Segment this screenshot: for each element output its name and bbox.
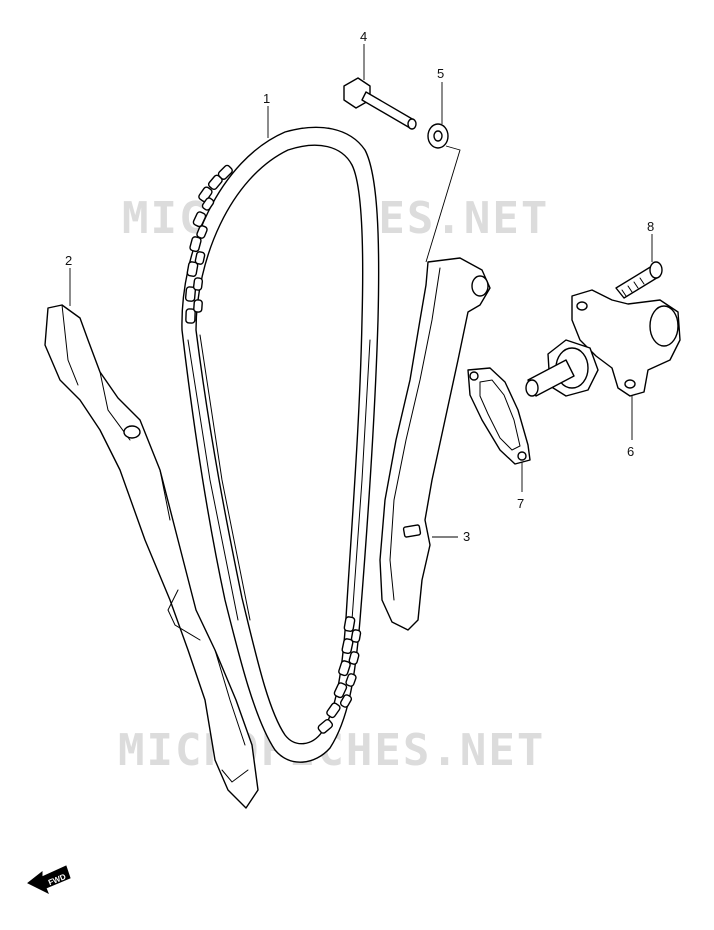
- callout-5: 5: [437, 66, 444, 81]
- callout-8: 8: [647, 219, 654, 234]
- fwd-arrow-icon: FWD: [27, 865, 71, 895]
- chain-links-upper: [184, 164, 233, 324]
- callout-4: 4: [360, 29, 367, 44]
- chain-links-lower: [317, 616, 362, 734]
- callout-2: 2: [65, 253, 72, 268]
- leader-lines: [69, 44, 653, 538]
- gasket-part-7: [467, 367, 531, 465]
- bolt-part-4: [343, 77, 417, 130]
- chain-guide-part-2: [44, 304, 259, 809]
- cam-chain-part-1: [181, 126, 380, 763]
- tensioner-adjuster-part-6: [525, 289, 681, 397]
- callout-1: 1: [263, 91, 270, 106]
- washer-part-5: [427, 123, 449, 149]
- callout-7: 7: [517, 496, 524, 511]
- tensioner-arm-part-3: [379, 257, 491, 631]
- callout-3: 3: [463, 529, 470, 544]
- bolt-part-8: [615, 261, 663, 299]
- callout-6: 6: [627, 444, 634, 459]
